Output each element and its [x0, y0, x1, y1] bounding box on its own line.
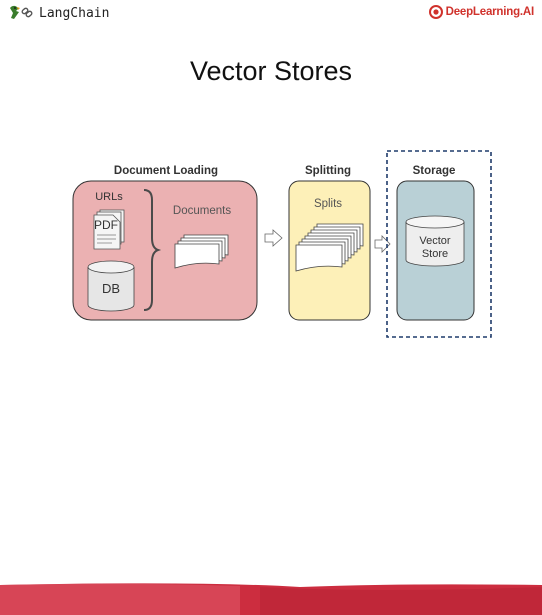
deeplearning-logo: DeepLearning.AI: [428, 5, 535, 19]
storage-dashed-frame: [386, 150, 492, 338]
deeplearning-logo-icon: [428, 5, 443, 19]
database-icon: [87, 260, 135, 312]
splitting-heading: Splitting: [305, 165, 351, 177]
storage-heading: Storage: [413, 165, 456, 177]
documents-label: Documents: [173, 205, 231, 217]
pdf-label: PDF: [94, 218, 118, 232]
splits-label: Splits: [314, 198, 342, 210]
parrot-chain-icon: [10, 5, 33, 20]
vector-store-label-line1: Vector: [419, 235, 451, 247]
arrow-right-icon: [264, 229, 283, 247]
page-title: Vector Stores: [189, 56, 353, 86]
deeplearning-text: DeepLearning.AI: [445, 6, 535, 18]
document-loading-heading: Document Loading: [114, 165, 218, 177]
urls-label: URLs: [95, 191, 123, 203]
vector-store-cylinder-icon: [405, 215, 465, 267]
db-label: DB: [102, 281, 120, 296]
arrow-right-icon: [374, 235, 391, 253]
top-bar: LangChain DeepLearning.AI: [0, 0, 542, 30]
documents-stack-icon: [174, 234, 229, 269]
splits-stack-icon: [295, 223, 364, 272]
langchain-text: LangChain: [39, 5, 110, 21]
footer-wave: [0, 581, 542, 615]
langchain-logo: LangChain: [8, 4, 109, 22]
vector-store-label-line2: Store: [422, 248, 448, 260]
right-brace-icon: [143, 189, 162, 311]
pdf-document-icon: [93, 209, 125, 250]
